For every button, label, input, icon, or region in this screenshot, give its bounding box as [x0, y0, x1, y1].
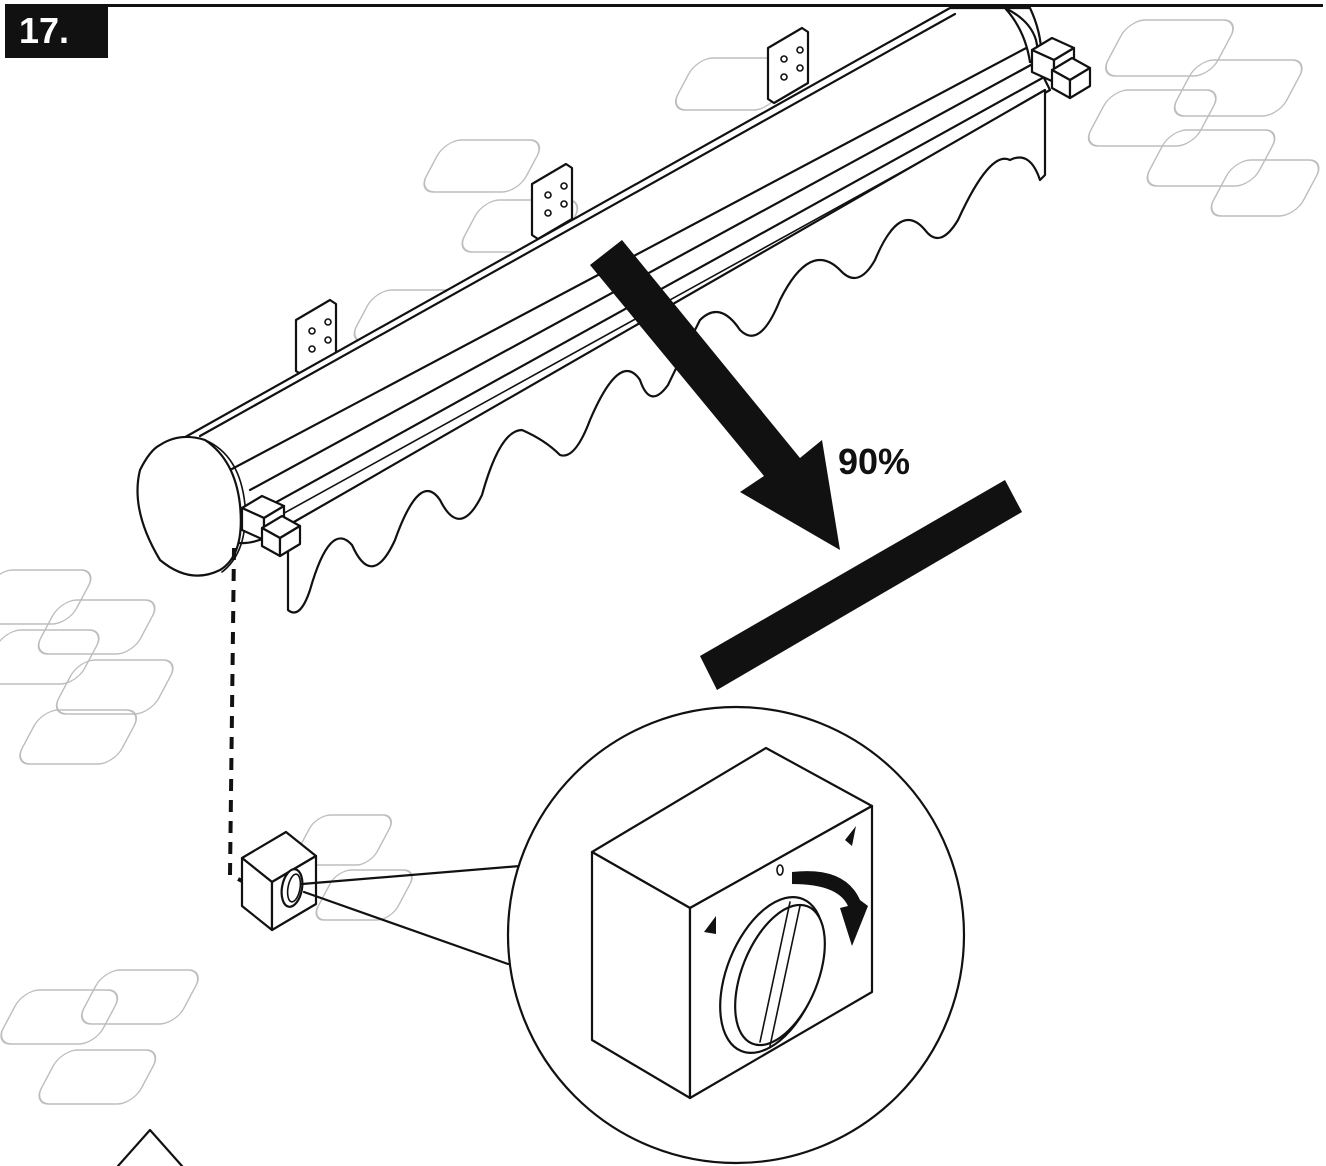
switch-detail-callout — [506, 705, 966, 1165]
brick-group-switch — [294, 814, 413, 921]
down-right-arrow-icon — [590, 240, 840, 550]
open-percentage-label: 90% — [838, 441, 911, 482]
mounting-bracket-right — [766, 26, 810, 105]
wall-switch-small — [240, 830, 318, 932]
header-rule — [5, 4, 1323, 7]
motor-housing-left — [240, 494, 302, 558]
brick-group-bottom-left — [0, 969, 199, 1105]
callout-line-bottom — [302, 890, 510, 966]
end-stop-bar-icon — [700, 480, 1022, 690]
callout-line-top — [300, 864, 522, 886]
brick-group-left — [0, 569, 174, 765]
motor-housing-right — [1030, 36, 1092, 100]
warning-triangle-icon — [116, 1128, 184, 1166]
step-number-badge: 17. — [5, 4, 108, 58]
brick-group-top-right — [1087, 19, 1320, 217]
awning-cassette — [136, 6, 1052, 577]
clockwise-arrow-icon — [792, 871, 868, 946]
step-number: 17. — [19, 10, 70, 51]
brick-wall-pattern — [0, 19, 1320, 1105]
power-cable — [227, 547, 251, 887]
